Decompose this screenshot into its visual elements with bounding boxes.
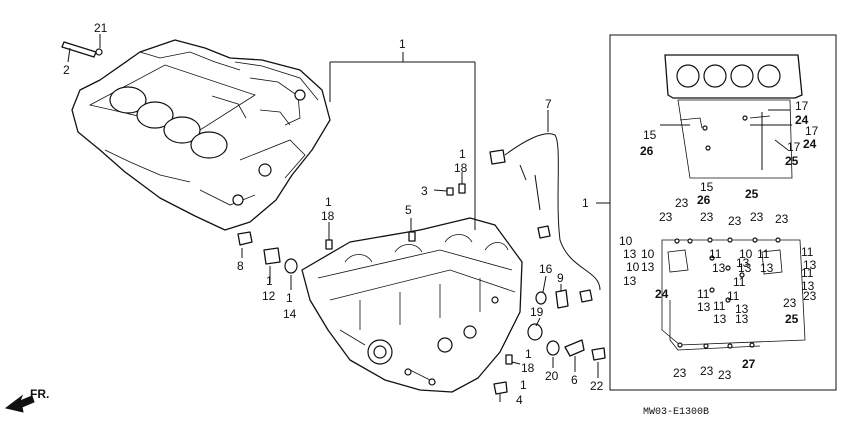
callout-12: 12 (262, 289, 276, 303)
kit-frame (609, 34, 837, 391)
callout-1-f: 1 (520, 378, 527, 392)
callout-18-b: 18 (454, 161, 468, 175)
kit-15-a: 15 (643, 128, 657, 142)
part-callouts: 1 1 21 2 8 1 12 1 14 1 18 5 3 1 18 7 16 … (63, 21, 604, 407)
callout-1-kit: 1 (582, 196, 589, 210)
callout-20: 20 (545, 369, 559, 383)
kit-11-6: 11 (697, 287, 710, 301)
kit-25-b: 25 (745, 187, 759, 201)
kit-11-2: 11 (733, 275, 746, 289)
callout-5: 5 (405, 203, 412, 217)
leader-lines (67, 34, 792, 402)
front-direction-arrow: FR. (4, 387, 49, 413)
kit-13-8: 13 (760, 261, 774, 275)
kit-11-5: 11 (801, 266, 814, 280)
kit-13-12: 13 (713, 312, 727, 326)
callout-16: 16 (539, 262, 553, 276)
kit-10-1: 10 (619, 234, 633, 248)
kit-17-a: 17 (795, 99, 809, 113)
kit-23-10: 23 (700, 364, 714, 378)
direction-label: FR. (30, 387, 49, 401)
kit-13-13: 13 (735, 312, 749, 326)
kit-23-6: 23 (775, 212, 789, 226)
crankcase-gasket-kit (596, 34, 837, 391)
callout-1-c: 1 (325, 195, 332, 209)
small-parts (61, 41, 606, 395)
kit-callouts: 15 26 15 26 17 24 17 24 17 25 25 23 23 2… (619, 99, 819, 382)
kit-26-b: 26 (697, 193, 711, 207)
callout-21: 21 (94, 21, 108, 35)
callout-22: 22 (590, 379, 604, 393)
kit-11-4: 11 (801, 245, 814, 259)
callout-18-a: 18 (321, 209, 335, 223)
kit-10-2: 10 (641, 247, 655, 261)
kit-25: 25 (785, 312, 799, 326)
kit-10-3: 10 (626, 260, 640, 274)
kit-13-14: 13 (735, 302, 749, 316)
upper-crankcase-drawing (71, 39, 331, 231)
kit-13-2: 13 (641, 260, 655, 274)
kit-11-1: 11 (709, 247, 722, 261)
kit-23-8: 23 (803, 289, 817, 303)
kit-24-a: 24 (795, 113, 809, 127)
kit-13-10: 13 (801, 279, 815, 293)
callout-14: 14 (283, 307, 297, 321)
callout-1-e: 1 (525, 347, 532, 361)
callout-6: 6 (571, 373, 578, 387)
callout-1-main: 1 (399, 37, 406, 51)
kit-23-3: 23 (700, 210, 714, 224)
kit-17-c: 17 (787, 140, 801, 154)
callout-7: 7 (545, 97, 552, 111)
kit-13-1: 13 (623, 247, 637, 261)
kit-24: 24 (655, 287, 669, 301)
callout-19: 19 (530, 305, 544, 319)
callout-4: 4 (516, 393, 523, 407)
callout-9: 9 (557, 271, 564, 285)
kit-11-7: 11 (713, 299, 726, 313)
callout-8: 8 (237, 259, 244, 273)
kit-23-1: 23 (659, 210, 673, 224)
kit-23-9: 23 (673, 366, 687, 380)
kit-11-8: 11 (727, 289, 740, 303)
kit-24-b: 24 (803, 137, 817, 151)
kit-10-4: 10 (739, 247, 753, 261)
kit-13-7: 13 (736, 256, 750, 270)
callout-18-c: 18 (521, 361, 535, 375)
kit-13-4: 13 (623, 274, 637, 288)
callout-2: 2 (63, 63, 70, 77)
kit-23-4: 23 (728, 214, 742, 228)
kit-13-6: 13 (738, 261, 752, 275)
callout-1-d: 1 (459, 147, 466, 161)
kit-15-b: 15 (700, 180, 714, 194)
kit-26-a: 26 (640, 144, 654, 158)
kit-25-a: 25 (785, 154, 799, 168)
kit-13-11: 13 (697, 300, 711, 314)
kit-23-5: 23 (750, 210, 764, 224)
lower-crankcase-drawing (301, 217, 523, 393)
drawing-code: MW03-E1300B (643, 407, 709, 418)
kit-23-7: 23 (783, 296, 797, 310)
kit-13-9: 13 (803, 258, 817, 272)
kit-27: 27 (742, 357, 756, 371)
callout-3: 3 (421, 184, 428, 198)
kit-23-11: 23 (718, 368, 732, 382)
kit-11-3: 11 (757, 247, 770, 261)
kit-17-b: 17 (805, 124, 819, 138)
kit-13-5: 13 (712, 261, 726, 275)
callout-1-a: 1 (266, 274, 273, 288)
kit-23-2: 23 (675, 196, 689, 210)
callout-1-b: 1 (286, 291, 293, 305)
